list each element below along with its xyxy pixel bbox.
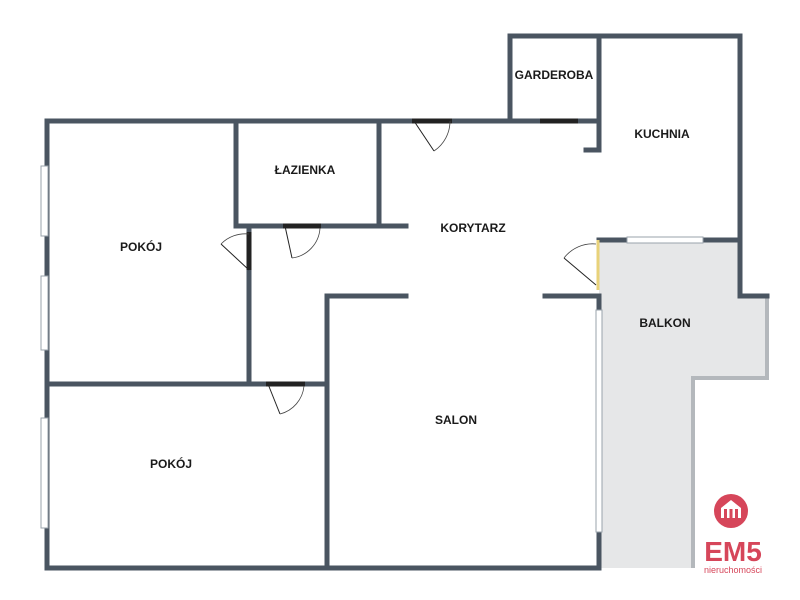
windows [40,165,704,533]
room-label-balkon: BALKON [639,316,690,330]
room-labels: GARDEROBA KUCHNIA ŁAZIENKA KORYTARZ POKÓ… [120,68,691,471]
room-label-kuchnia: KUCHNIA [634,127,690,141]
room-label-garderoba: GARDEROBA [515,68,594,82]
room-label-pokoj-bottom: POKÓJ [150,456,192,471]
room-label-pokoj-top: POKÓJ [120,239,162,254]
brand-name: EM5 [704,536,762,567]
room-label-salon: SALON [435,413,477,427]
room-label-korytarz: KORYTARZ [440,221,505,235]
doors [220,118,600,415]
room-label-lazienka: ŁAZIENKA [275,163,336,177]
em5-logo: EM5 nieruchomości [704,494,762,575]
brand-tagline: nieruchomości [704,565,762,575]
